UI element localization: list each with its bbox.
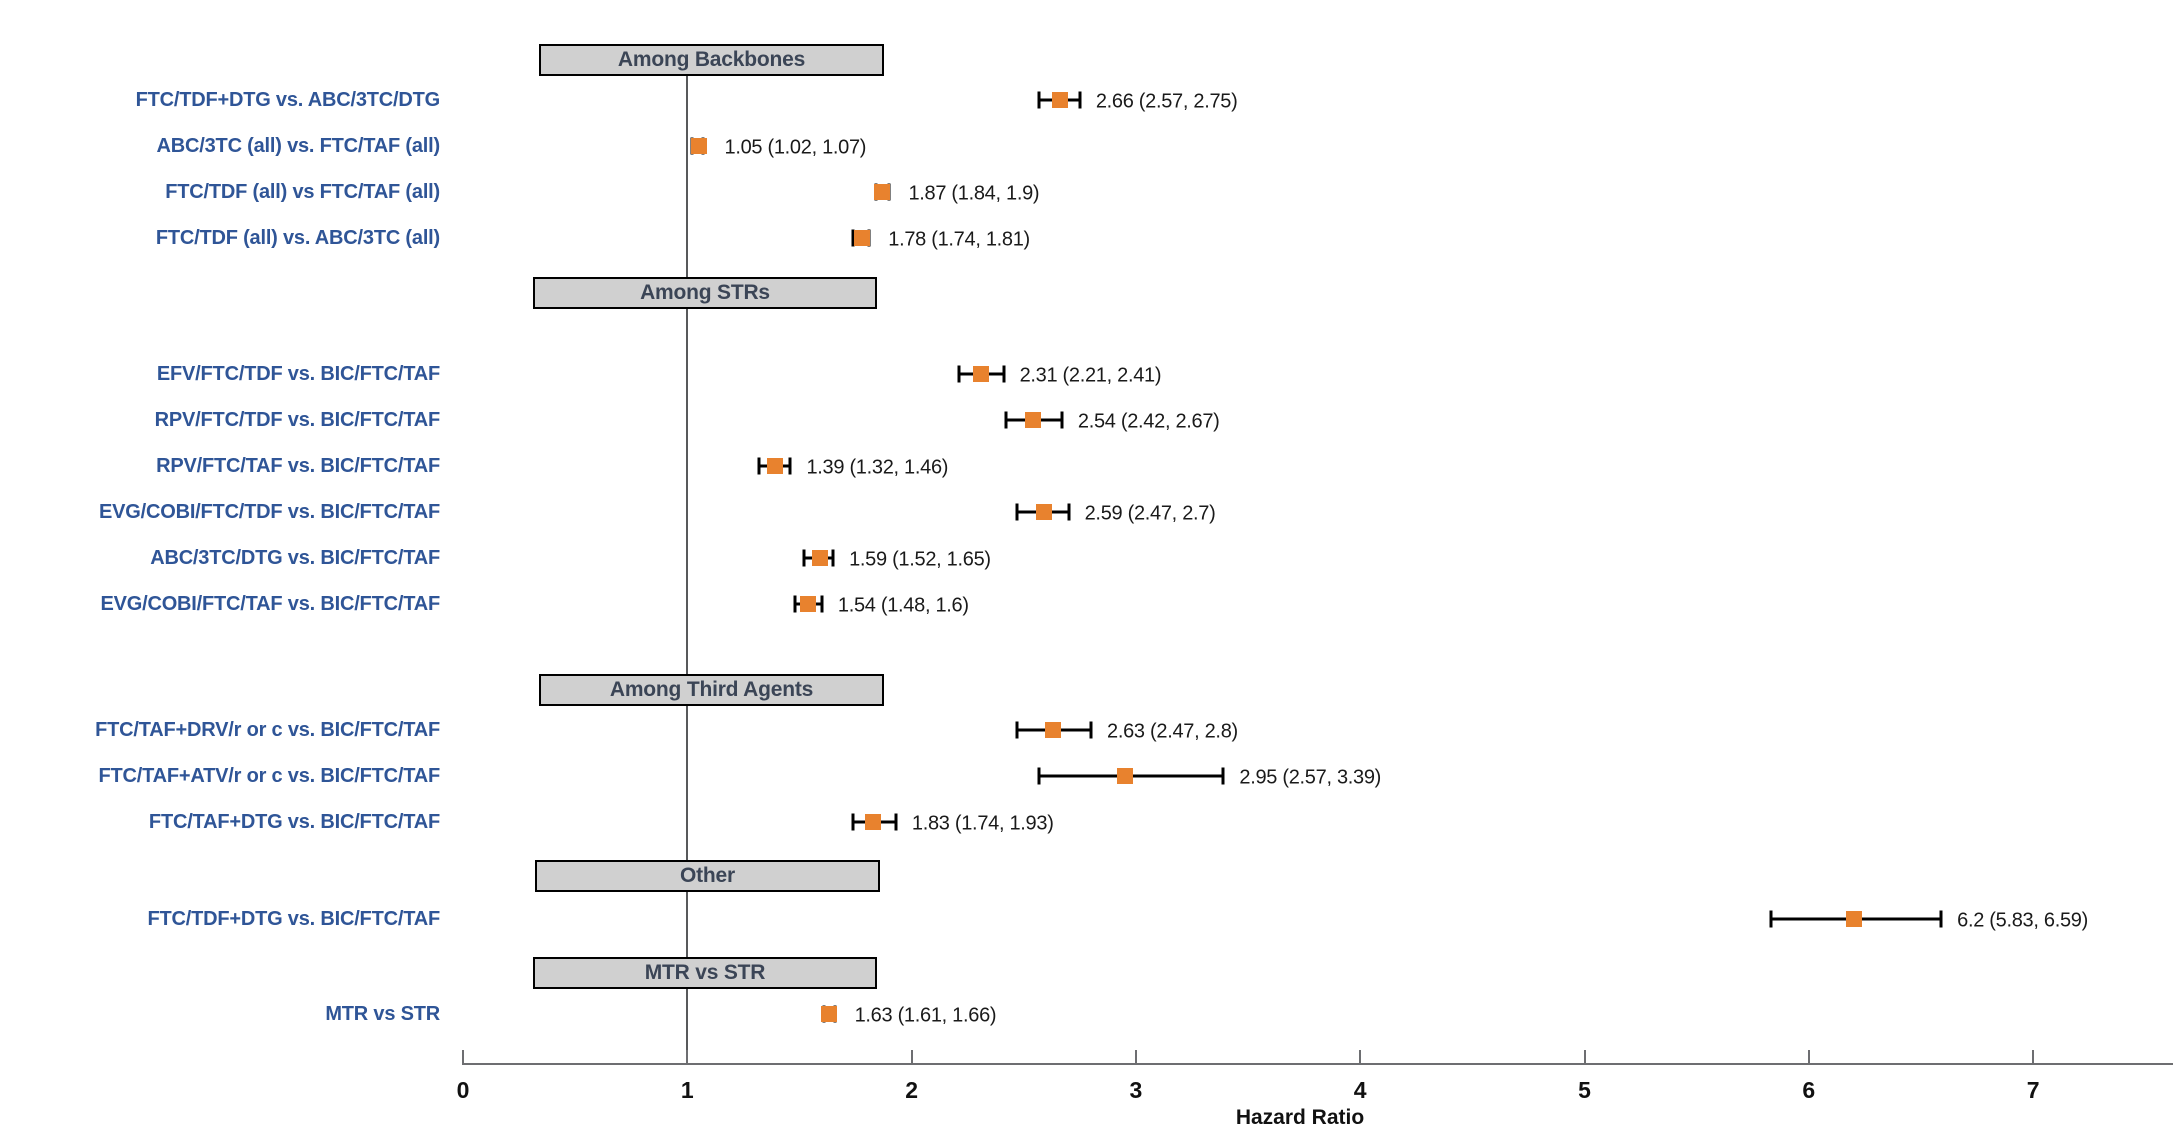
section-header-label: MTR vs STR [644,961,766,984]
section-header-3: Other [535,860,880,892]
estimate-text: 1.54 (1.48, 1.6) [837,594,969,617]
row-label: ABC/3TC/DTG vs. BIC/FTC/TAF [150,547,440,569]
x-axis-tick-label: 1 [680,1077,694,1103]
ci-lower-cap [757,457,761,475]
row-label: FTC/TDF+DTG vs. ABC/3TC/DTG [135,89,441,111]
point-estimate-marker [854,230,871,246]
x-axis-tick [2032,1050,2035,1065]
x-axis-tick-label: 7 [2026,1077,2040,1103]
row-label: FTC/TAF+DTG vs. BIC/FTC/TAF [148,811,440,833]
x-axis-tick [910,1050,913,1065]
estimate-text: 2.95 (2.57, 3.39) [1239,766,1382,789]
point-estimate-marker [973,366,990,382]
ci-lower-cap [1769,910,1773,928]
x-axis-tick-label: 6 [1802,1077,1816,1103]
ci-upper-cap [1002,365,1006,383]
x-axis-tick [1359,1050,1362,1065]
ci-lower-cap [1037,91,1041,109]
x-axis-tick [1807,1050,1810,1065]
ci-lower-cap [1015,503,1019,521]
estimate-text: 1.87 (1.84, 1.9) [908,182,1040,205]
estimate-text: 2.59 (2.47, 2.7) [1084,502,1216,525]
row-label: FTC/TAF+ATV/r or c vs. BIC/FTC/TAF [98,765,440,787]
estimate-text: 2.63 (2.47, 2.8) [1107,720,1238,743]
row-label: FTC/TAF+DRV/r or c vs. BIC/FTC/TAF [95,719,440,741]
estimate-text: 6.2 (5.83, 6.59) [1957,909,2088,932]
estimate-text: 1.83 (1.74, 1.93) [911,812,1054,835]
row-label: FTC/TDF (all) vs FTC/TAF (all) [165,181,440,203]
estimate-text: 2.54 (2.42, 2.67) [1077,410,1220,433]
point-estimate-marker [1044,722,1061,738]
point-estimate-marker [766,458,783,474]
x-axis-tick [1134,1050,1137,1065]
row-label: EVG/COBI/FTC/TDF vs. BIC/FTC/TAF [98,501,440,523]
ci-lower-cap [793,595,797,613]
section-header-2: Among Third Agents [539,674,884,706]
point-estimate-marker [865,814,882,830]
point-estimate-marker [1845,911,1862,927]
row-label: FTC/TDF (all) vs. ABC/3TC (all) [155,227,440,249]
x-axis-tick-label: 4 [1353,1077,1367,1103]
estimate-text: 2.66 (2.57, 2.75) [1095,90,1238,113]
row-label: ABC/3TC (all) vs. FTC/TAF (all) [156,135,441,157]
point-estimate-marker [800,596,817,612]
section-header-label: Among Backbones [617,48,806,71]
ci-upper-cap [1939,910,1943,928]
estimate-text: 1.78 (1.74, 1.81) [888,228,1030,251]
x-axis-tick [1583,1050,1586,1065]
ci-lower-cap [957,365,961,383]
ci-upper-cap [831,549,835,567]
ci-lower-cap [802,549,806,567]
point-estimate-marker [811,550,828,566]
ci-lower-cap [1037,767,1041,785]
ci-lower-cap [1004,411,1008,429]
reference-line [686,75,689,1063]
row-label: EFV/FTC/TDF vs. BIC/FTC/TAF [156,363,440,385]
estimate-text: 1.63 (1.61, 1.66) [854,1004,997,1027]
x-axis-tick-label: 2 [905,1077,918,1103]
ci-upper-cap [1221,767,1225,785]
estimate-text: 1.05 (1.02, 1.07) [724,136,867,159]
section-header-0: Among Backbones [539,44,884,76]
section-header-label: Other [679,864,735,887]
estimate-text: 1.39 (1.32, 1.46) [806,456,949,479]
row-label: RPV/FTC/TAF vs. BIC/FTC/TAF [156,455,440,477]
point-estimate-marker [1024,412,1041,428]
section-header-4: MTR vs STR [533,957,877,989]
point-estimate-marker [1051,92,1068,108]
ci-upper-cap [894,813,898,831]
ci-upper-cap [788,457,792,475]
x-axis-tick [686,1050,689,1065]
point-estimate-marker [1035,504,1052,520]
x-axis-tick-label: 0 [456,1077,470,1103]
ci-upper-cap [1089,721,1093,739]
row-label: EVG/COBI/FTC/TAF vs. BIC/FTC/TAF [100,593,440,615]
ci-lower-cap [851,229,855,247]
point-estimate-marker [874,184,891,200]
section-header-1: Among STRs [533,277,877,309]
ci-lower-cap [1015,721,1019,739]
section-header-label: Among STRs [640,281,770,304]
point-estimate-marker [1116,768,1133,784]
point-estimate-marker [690,138,707,154]
ci-lower-cap [851,813,855,831]
x-axis-title: Hazard Ratio [1235,1106,1365,1129]
x-axis-line [463,1063,2173,1065]
estimate-text: 2.31 (2.21, 2.41) [1019,364,1162,387]
x-axis-tick [462,1050,464,1065]
ci-upper-cap [1078,91,1082,109]
row-label: FTC/TDF+DTG vs. BIC/FTC/TAF [147,908,440,930]
row-label: MTR vs STR [325,1003,440,1025]
ci-upper-cap [1067,503,1071,521]
section-header-label: Among Third Agents [609,678,814,701]
ci-upper-cap [820,595,824,613]
point-estimate-marker [820,1006,837,1022]
row-label: RPV/FTC/TDF vs. BIC/FTC/TAF [154,409,441,431]
x-axis-tick-label: 3 [1129,1077,1143,1103]
ci-upper-cap [1060,411,1064,429]
estimate-text: 1.59 (1.52, 1.65) [849,548,991,571]
x-axis-tick-label: 5 [1578,1077,1591,1103]
